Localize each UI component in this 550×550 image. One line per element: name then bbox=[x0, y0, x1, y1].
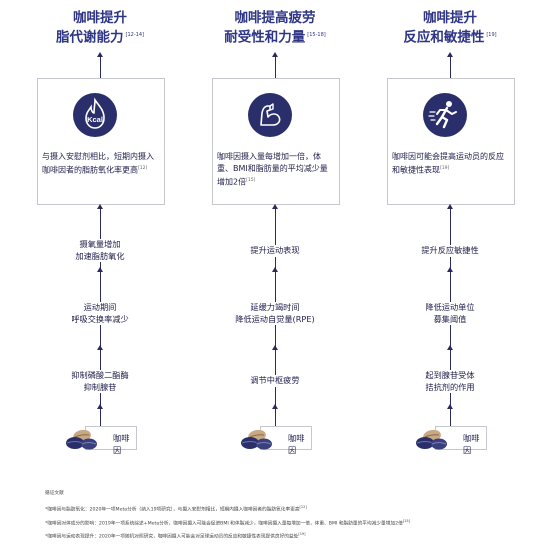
benefit-box: 咖啡因摄入量每增加一倍，体重、BMI和脂肪量的平均减少量增加2倍[15] bbox=[212, 78, 340, 205]
benefit-text: 咖啡因可能会提高运动员的反应和敏捷性表现[19] bbox=[392, 151, 510, 177]
arrow-head bbox=[447, 204, 453, 209]
benefit-text: 与摄入安慰剂相比，短期内摄入咖啡因者的脂肪氧化率更高[12] bbox=[42, 151, 160, 177]
reference-number: [15] bbox=[402, 518, 410, 523]
arrow-head bbox=[97, 345, 103, 350]
kcal-flame-icon: Kcal bbox=[73, 93, 117, 137]
step-3: 调节中枢疲劳 bbox=[190, 375, 360, 387]
reference-number: [19] bbox=[298, 532, 306, 537]
reference-item: *咖啡因与脂肪氧化：2020年一项Meta分析（纳入19项研究），与摄入安慰剂相… bbox=[45, 502, 525, 516]
arrow-head bbox=[97, 404, 103, 409]
references-heading: 循证文献 bbox=[45, 491, 64, 496]
running-person-icon bbox=[423, 93, 467, 137]
benefit-text-body: 咖啡因摄入量每增加一倍，体重、BMI和脂肪量的平均减少量增加2倍 bbox=[217, 152, 328, 187]
reference-number: [12] bbox=[299, 505, 307, 509]
title-line1: 咖啡提升 bbox=[423, 10, 477, 26]
reference-text: *咖啡因与脂肪氧化：2020年一项Meta分析（纳入19项研究），与摄入安慰剂相… bbox=[45, 507, 300, 513]
source-label: 咖啡因 bbox=[288, 433, 305, 455]
step-2: 运动期间 呼吸交换率减少 bbox=[15, 302, 185, 325]
flexed-arm-icon bbox=[248, 93, 292, 137]
step-2: 降低运动单位 募集阈值 bbox=[365, 302, 535, 325]
benefit-text: 咖啡因摄入量每增加一倍，体重、BMI和脂肪量的平均减少量增加2倍[15] bbox=[217, 151, 335, 189]
column-title: 咖啡提升 脂代谢能力[12-14] bbox=[15, 10, 185, 47]
arrow-head bbox=[272, 267, 278, 272]
arrow-head bbox=[97, 204, 103, 209]
column-fat-metabolism: 咖啡提升 脂代谢能力[12-14] Kcal 与摄入安慰剂相比，短期内摄入咖啡因… bbox=[15, 8, 185, 458]
title-ref: [15-18] bbox=[307, 32, 326, 38]
arrow-head bbox=[447, 345, 453, 350]
kcal-label: Kcal bbox=[87, 115, 103, 124]
benefit-ref: [19] bbox=[440, 166, 450, 171]
column-title: 咖啡提高疲劳 耐受性和力量[15-18] bbox=[190, 10, 360, 47]
reference-item: *咖啡因对体成分的影响：2019年一项系统综述+Meta分析，咖啡因摄入可能会促… bbox=[45, 516, 525, 530]
connector-line bbox=[449, 56, 451, 78]
arrow-head bbox=[447, 404, 453, 409]
step-1: 摄氧量增加 加速脂肪氧化 bbox=[15, 239, 185, 262]
arrow-head bbox=[272, 404, 278, 409]
benefit-box: 咖啡因可能会提高运动员的反应和敏捷性表现[19] bbox=[387, 78, 515, 205]
coffee-beans-icon bbox=[416, 429, 447, 450]
benefit-text-body: 咖啡因可能会提高运动员的反应和敏捷性表现 bbox=[392, 152, 504, 175]
references: 循证文献 *咖啡因与脂肪氧化：2020年一项Meta分析（纳入19项研究），与摄… bbox=[45, 488, 525, 543]
source-label: 咖啡因 bbox=[463, 433, 480, 455]
title-line1: 咖啡提升 bbox=[73, 10, 127, 26]
reference-text: *咖啡因与运动表现提升：2020年一项随机对照研究，咖啡因摄入可能会对足球运动员… bbox=[45, 534, 299, 540]
title-line1: 咖啡提高疲劳 bbox=[234, 10, 316, 26]
arrow-head bbox=[272, 204, 278, 209]
coffee-source: 咖啡因 bbox=[240, 426, 312, 455]
title-line2: 反应和敏捷性 bbox=[403, 29, 485, 46]
title-line2: 脂代谢能力 bbox=[56, 29, 124, 46]
step-3: 起到腺苷受体 拮抗剂的作用 bbox=[365, 370, 535, 393]
benefit-box: Kcal 与摄入安慰剂相比，短期内摄入咖啡因者的脂肪氧化率更高[12] bbox=[37, 78, 165, 205]
connector-line bbox=[274, 56, 276, 78]
arrow-head bbox=[97, 267, 103, 272]
coffee-beans-icon bbox=[241, 429, 272, 450]
coffee-source: 咖啡因 bbox=[65, 426, 137, 455]
arrow-head bbox=[447, 267, 453, 272]
step-2: 延缓力竭时间 降低运动自觉量(RPE) bbox=[190, 302, 360, 325]
source-label: 咖啡因 bbox=[113, 433, 130, 455]
arrow-head bbox=[272, 52, 278, 57]
step-3: 抑制磷酸二酯酶 抑制腺苷 bbox=[15, 370, 185, 393]
reference-item: *咖啡因与运动表现提升：2020年一项随机对照研究，咖啡因摄入可能会对足球运动员… bbox=[45, 529, 525, 543]
step-1: 提升运动表现 bbox=[190, 245, 360, 257]
connector-line bbox=[99, 56, 101, 78]
coffee-beans-icon bbox=[66, 429, 97, 450]
column-fatigue-strength: 咖啡提高疲劳 耐受性和力量[15-18] 咖啡因摄入量每增加一倍，体重、BMI和… bbox=[190, 8, 360, 458]
column-reaction-agility: 咖啡提升 反应和敏捷性[19] 咖啡因可能会提高运动员的反应和敏捷性表现[19]… bbox=[365, 8, 535, 458]
title-ref: [12-14] bbox=[125, 32, 144, 38]
arrow-head bbox=[97, 52, 103, 57]
arrow-head bbox=[447, 52, 453, 57]
title-line2: 耐受性和力量 bbox=[224, 29, 306, 46]
coffee-source: 咖啡因 bbox=[415, 426, 487, 455]
reference-text: *咖啡因对体成分的影响：2019年一项系统综述+Meta分析，咖啡因摄入可能会促… bbox=[45, 521, 403, 527]
step-1: 提升反应敏捷性 bbox=[365, 245, 535, 257]
benefit-ref: [12] bbox=[138, 166, 148, 171]
column-title: 咖啡提升 反应和敏捷性[19] bbox=[365, 10, 535, 47]
title-ref: [19] bbox=[486, 32, 497, 38]
arrow-head bbox=[272, 345, 278, 350]
benefit-text-body: 与摄入安慰剂相比，短期内摄入咖啡因者的脂肪氧化率更高 bbox=[42, 152, 154, 175]
benefit-ref: [15] bbox=[246, 178, 256, 183]
